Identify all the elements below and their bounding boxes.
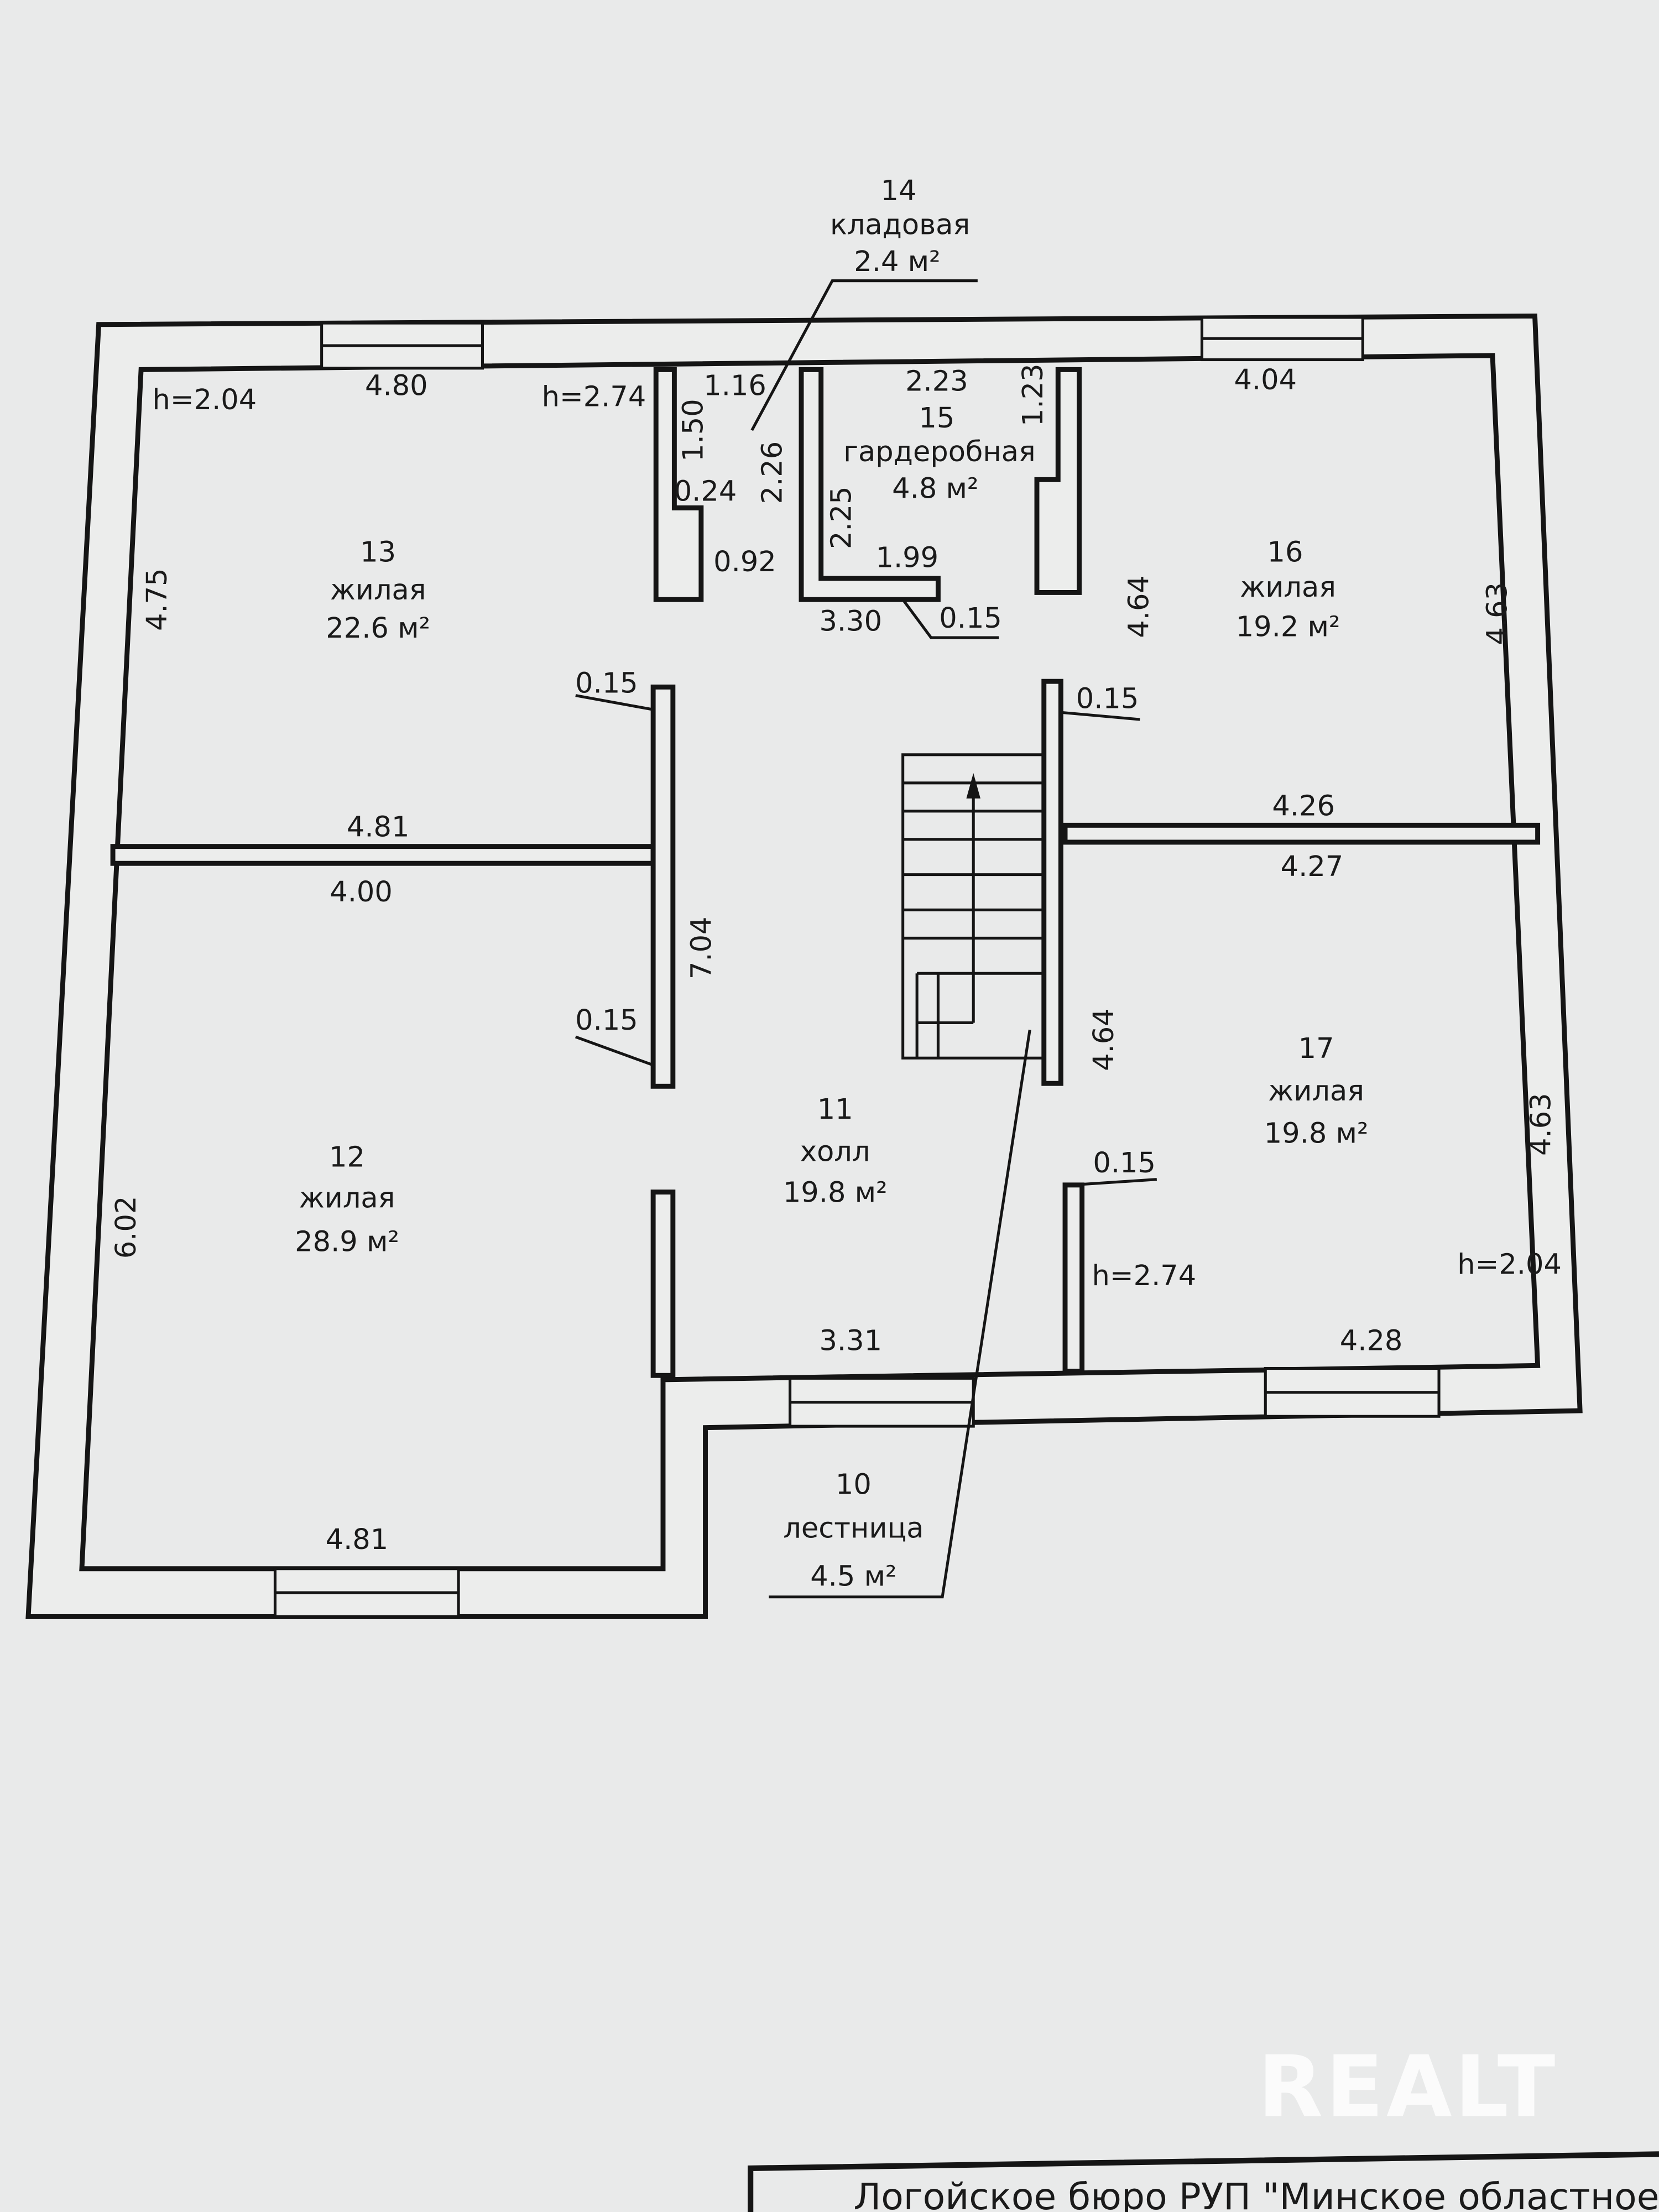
dim: 4.04 (1234, 364, 1297, 397)
windows (273, 316, 1441, 1619)
dim: 2.26 (756, 441, 789, 504)
dim: 0.15 (575, 1004, 638, 1037)
room-14-name: кладовая (830, 208, 970, 241)
arrow-up-icon (966, 773, 980, 799)
room-10-name: лестница (783, 1512, 924, 1545)
room-14-number: 14 (881, 175, 917, 207)
dim: 0.15 (1076, 683, 1139, 716)
dim: 0.15 (575, 667, 638, 700)
dim: 4.63 (1525, 1093, 1558, 1156)
room-12-name: жилая (299, 1182, 395, 1215)
dim: 4.26 (1272, 790, 1335, 822)
dim: 4.81 (326, 1524, 389, 1556)
dim: 4.64 (1088, 1008, 1120, 1071)
dim: h=2.04 (153, 384, 257, 416)
dim: 4.81 (347, 811, 410, 844)
outer-wall (25, 313, 1583, 1619)
room-12-area: 28.9 м² (295, 1226, 399, 1259)
dim: 2.25 (825, 486, 858, 549)
dim: 4.64 (1123, 575, 1156, 638)
room-10-area: 4.5 м² (810, 1560, 896, 1593)
room-12-number: 12 (329, 1141, 365, 1174)
room-13-area: 22.6 м² (326, 612, 430, 645)
room-16-name: жилая (1240, 571, 1336, 604)
dim: 0.92 (713, 546, 776, 578)
room-13-name: жилая (330, 574, 426, 607)
dim: 4.28 (1340, 1324, 1403, 1357)
room-14-area: 2.4 м² (854, 246, 940, 278)
dim: 1.99 (876, 542, 939, 575)
room-11-area: 19.8 м² (783, 1176, 888, 1209)
dimensions: h=2.04 4.80 h=2.74 1.16 1.50 2.26 0.24 2… (110, 363, 1562, 1556)
dim: h=2.04 (1457, 1249, 1562, 1281)
room-15-number: 15 (919, 402, 954, 435)
interior-walls (110, 367, 1541, 1378)
room-11-number: 11 (817, 1093, 853, 1126)
dim: 2.23 (905, 366, 968, 398)
dim: 7.04 (686, 916, 718, 979)
dim: 3.30 (819, 605, 882, 638)
room-15-name: гардеробная (843, 436, 1035, 468)
dim: 4.80 (365, 369, 428, 402)
room-17-area: 19.8 м² (1264, 1117, 1369, 1150)
room-17-number: 17 (1298, 1032, 1334, 1065)
dim: 1.16 (703, 369, 766, 402)
room-11-name: холл (800, 1135, 870, 1168)
dim: 4.63 (1481, 582, 1514, 645)
room-16-number: 16 (1267, 536, 1303, 568)
dim: 1.23 (1017, 363, 1050, 426)
dim: 1.50 (677, 399, 709, 462)
watermark-logo: REALT (1258, 2038, 1558, 2137)
dim: h=2.74 (1092, 1260, 1197, 1292)
room-16-area: 19.2 м² (1236, 611, 1340, 644)
dim: 4.27 (1281, 851, 1344, 883)
dim: 0.24 (674, 476, 737, 508)
room-17-name: жилая (1268, 1075, 1364, 1108)
leader-lines (575, 279, 1157, 1599)
title-block-frame (748, 2151, 1659, 2212)
dim: h=2.74 (542, 381, 646, 414)
dim: 3.31 (819, 1324, 882, 1357)
room-15-area: 4.8 м² (892, 473, 978, 505)
dim: 0.15 (1093, 1147, 1156, 1180)
dim: 6.02 (110, 1196, 143, 1259)
dim: 4.00 (330, 876, 393, 909)
title-block-text: Логойское бюро РУП "Минское областное (853, 2175, 1659, 2212)
room-10-number: 10 (836, 1469, 872, 1501)
dim: 0.15 (939, 602, 1002, 635)
dim: 4.75 (141, 568, 174, 631)
room-13-number: 13 (360, 536, 396, 568)
staircase (901, 753, 1046, 1060)
